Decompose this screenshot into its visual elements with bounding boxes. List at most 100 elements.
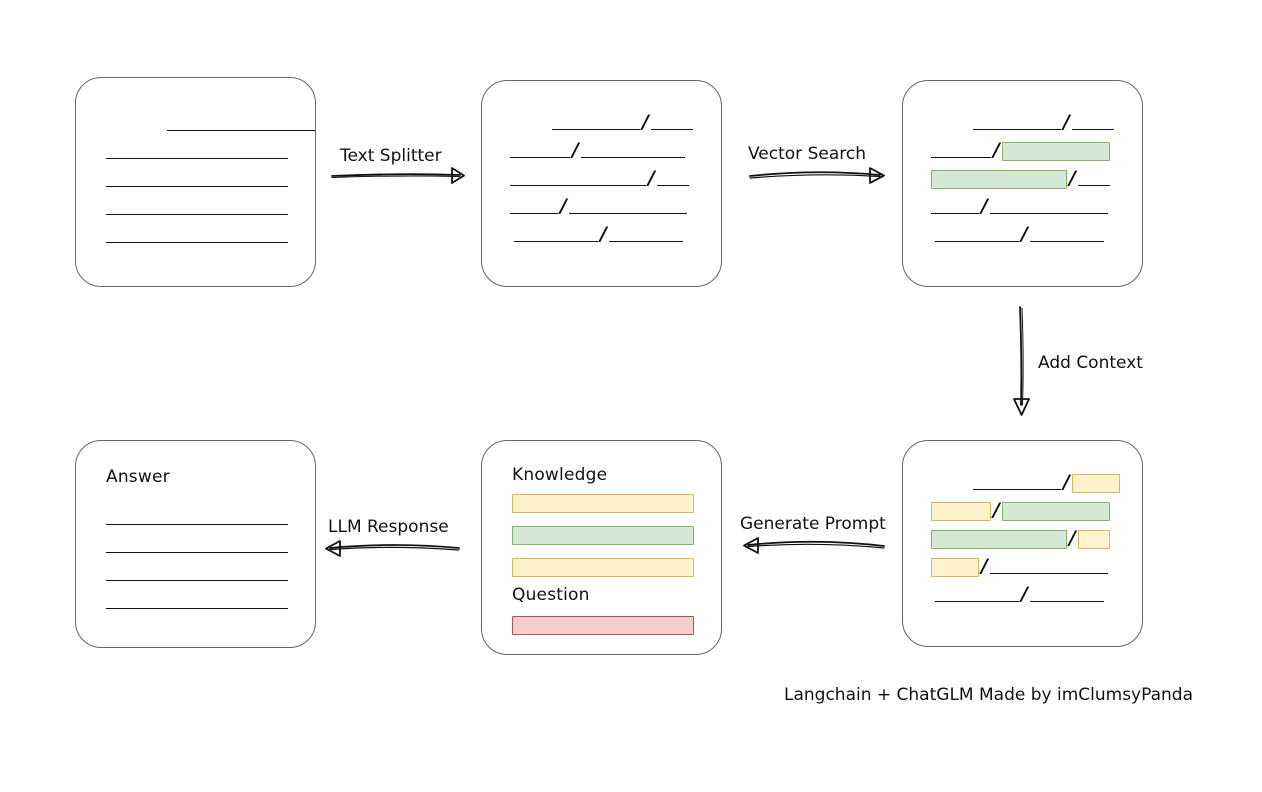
segment-chip-green xyxy=(931,169,1067,189)
segment-line xyxy=(580,144,685,158)
answer-rows xyxy=(76,504,315,616)
answer-label: Answer xyxy=(106,467,170,487)
footer-credit: Langchain + ChatGLM Made by imClumsyPand… xyxy=(784,685,1193,705)
segment-slash: / xyxy=(572,138,579,161)
text-row: / xyxy=(931,221,1142,249)
text-row: / xyxy=(931,137,1142,165)
segment-line xyxy=(989,560,1108,574)
segment-line xyxy=(167,117,315,131)
segment-line xyxy=(510,172,646,186)
source-document-rows xyxy=(76,110,315,250)
split-chunks-box[interactable]: ///// xyxy=(481,80,722,287)
segment-line xyxy=(106,539,288,553)
segment-line xyxy=(106,173,288,187)
text-row xyxy=(106,222,315,250)
question-bar-1 xyxy=(512,616,694,635)
arrow-llm-response-label: LLM Response xyxy=(328,517,449,537)
text-row xyxy=(106,138,315,166)
text-row xyxy=(106,194,315,222)
segment-line xyxy=(973,476,1061,490)
segment-line xyxy=(650,116,693,130)
segment-chip-yellow xyxy=(931,557,979,577)
segment-slash: / xyxy=(1063,470,1070,493)
segment-slash: / xyxy=(1021,222,1028,245)
context-chunks-box[interactable]: / / / / / xyxy=(902,440,1143,647)
text-row: / xyxy=(510,193,721,221)
answer-box[interactable]: Answer xyxy=(75,440,316,648)
segment-slash: / xyxy=(1021,582,1028,605)
segment-line xyxy=(935,228,1019,242)
segment-line xyxy=(510,144,570,158)
segment-line xyxy=(931,200,979,214)
text-row xyxy=(106,532,315,560)
segment-line xyxy=(931,144,991,158)
segment-slash: / xyxy=(1069,166,1076,189)
text-row: / xyxy=(931,469,1142,497)
knowledge-bar-1 xyxy=(512,494,694,513)
segment-slash: / xyxy=(642,110,649,133)
arrow-text-splitter-label: Text Splitter xyxy=(340,146,442,166)
segment-line xyxy=(1077,172,1110,186)
text-row: / xyxy=(510,109,721,137)
text-row: / xyxy=(931,193,1142,221)
segment-line xyxy=(106,511,288,525)
segment-chip-yellow xyxy=(1071,473,1120,493)
segment-line xyxy=(106,229,288,243)
knowledge-bar-2 xyxy=(512,526,694,545)
segment-line xyxy=(973,116,1061,130)
text-row xyxy=(106,166,315,194)
segment-line xyxy=(989,200,1108,214)
segment-line xyxy=(935,588,1019,602)
segment-line xyxy=(106,567,288,581)
text-row: / xyxy=(931,109,1142,137)
segment-slash: / xyxy=(600,222,607,245)
knowledge-bar-3 xyxy=(512,558,694,577)
arrow-generate-prompt: Generate Prompt xyxy=(738,514,888,557)
arrow-text-splitter: Text Splitter xyxy=(330,146,470,188)
arrow-llm-response: LLM Response xyxy=(318,517,463,560)
text-row xyxy=(106,560,315,588)
text-row xyxy=(106,588,315,616)
split-chunks-rows: ///// xyxy=(482,109,721,249)
segment-slash: / xyxy=(560,194,567,217)
matched-chunks-rows: ///// xyxy=(903,109,1142,249)
segment-slash: / xyxy=(993,498,1000,521)
context-chunks-rows: / / / / / xyxy=(903,469,1142,609)
segment-chip-green xyxy=(1001,501,1110,521)
text-row: / xyxy=(931,553,1142,581)
arrow-add-context: Add Context xyxy=(1010,305,1143,420)
text-row: / xyxy=(931,581,1142,609)
text-row: / xyxy=(931,525,1142,553)
segment-line xyxy=(568,200,687,214)
segment-slash: / xyxy=(981,554,988,577)
segment-slash: / xyxy=(993,138,1000,161)
knowledge-label: Knowledge xyxy=(512,465,608,485)
prompt-box[interactable]: Knowledge Question xyxy=(481,440,722,655)
segment-slash: / xyxy=(981,194,988,217)
arrow-add-context-label: Add Context xyxy=(1038,353,1143,373)
segment-line xyxy=(1071,116,1114,130)
segment-line xyxy=(106,145,288,159)
segment-line xyxy=(608,228,683,242)
text-row: / xyxy=(931,497,1142,525)
segment-line xyxy=(1029,588,1104,602)
segment-line xyxy=(656,172,689,186)
matched-chunks-box[interactable]: ///// xyxy=(902,80,1143,287)
question-label: Question xyxy=(512,585,590,605)
segment-line xyxy=(1029,228,1104,242)
arrow-generate-prompt-label: Generate Prompt xyxy=(740,514,886,534)
segment-chip-green xyxy=(1001,141,1110,161)
arrow-vector-search-label: Vector Search xyxy=(748,144,866,164)
segment-line xyxy=(106,201,288,215)
segment-slash: / xyxy=(1069,526,1076,549)
segment-chip-yellow xyxy=(1077,529,1110,549)
segment-line xyxy=(514,228,598,242)
arrow-vector-search: Vector Search xyxy=(748,144,888,187)
source-document-box[interactable] xyxy=(75,77,316,287)
segment-line xyxy=(552,116,640,130)
text-row: / xyxy=(931,165,1142,193)
text-row: / xyxy=(510,137,721,165)
text-row xyxy=(106,110,315,138)
text-row: / xyxy=(510,165,721,193)
